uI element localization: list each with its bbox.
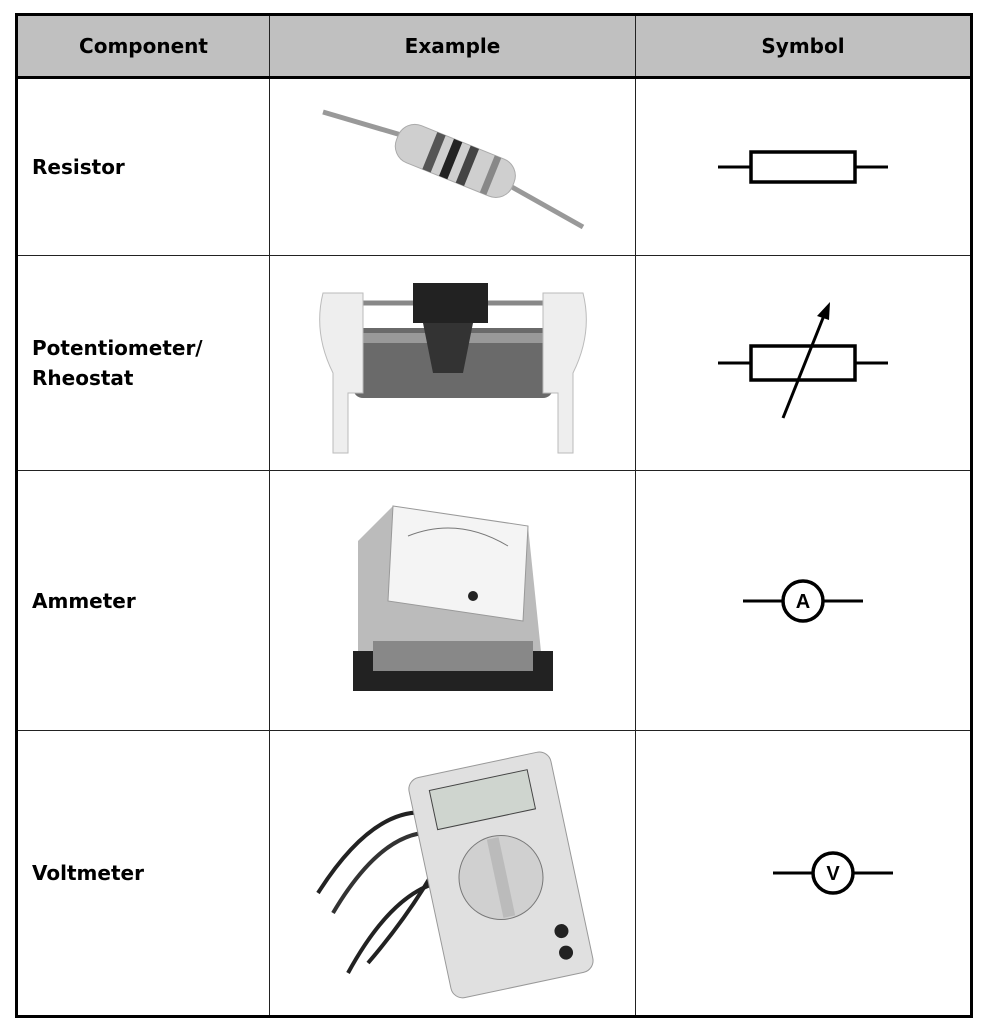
ammeter-symbol-icon: A [743, 578, 863, 623]
table-row: Ammeter A [16, 470, 972, 731]
voltmeter-symbol-icon: V [773, 851, 893, 895]
rheostat-photo-icon [318, 283, 587, 454]
resistor-photo-icon [321, 109, 584, 230]
component-name: Potentiometer/Rheostat [16, 255, 270, 471]
component-name: Voltmeter [16, 730, 270, 1017]
components-table: Component Example Symbol Resistor Potent… [15, 13, 973, 1018]
rheostat-photo [269, 255, 636, 471]
table-row: Potentiometer/Rheostat [16, 255, 972, 471]
variable-resistor-symbol [635, 255, 972, 471]
table-row: Voltmeter V [16, 730, 972, 1017]
ammeter-photo [269, 470, 636, 731]
resistor-photo [269, 77, 636, 256]
header-example: Example [269, 14, 636, 79]
resistor-symbol-icon [718, 150, 888, 184]
component-name-line2: Rheostat [32, 366, 134, 390]
table-row: Resistor [16, 77, 972, 256]
voltmeter-letter: V [826, 863, 840, 885]
header-component: Component [16, 14, 270, 79]
multimeter-photo-icon [315, 751, 594, 999]
component-name-line1: Potentiometer/ [32, 336, 203, 360]
ammeter-letter: A [796, 591, 810, 613]
ammeter-photo-icon [352, 504, 553, 691]
resistor-symbol [635, 77, 972, 256]
ammeter-symbol: A [635, 470, 972, 731]
header-row: Component Example Symbol [16, 14, 972, 79]
component-name: Ammeter [16, 470, 270, 731]
voltmeter-symbol: V [635, 730, 972, 1017]
variable-resistor-symbol-icon [718, 302, 888, 419]
header-symbol: Symbol [635, 14, 972, 79]
component-name: Resistor [16, 77, 270, 256]
multimeter-photo [269, 730, 636, 1017]
